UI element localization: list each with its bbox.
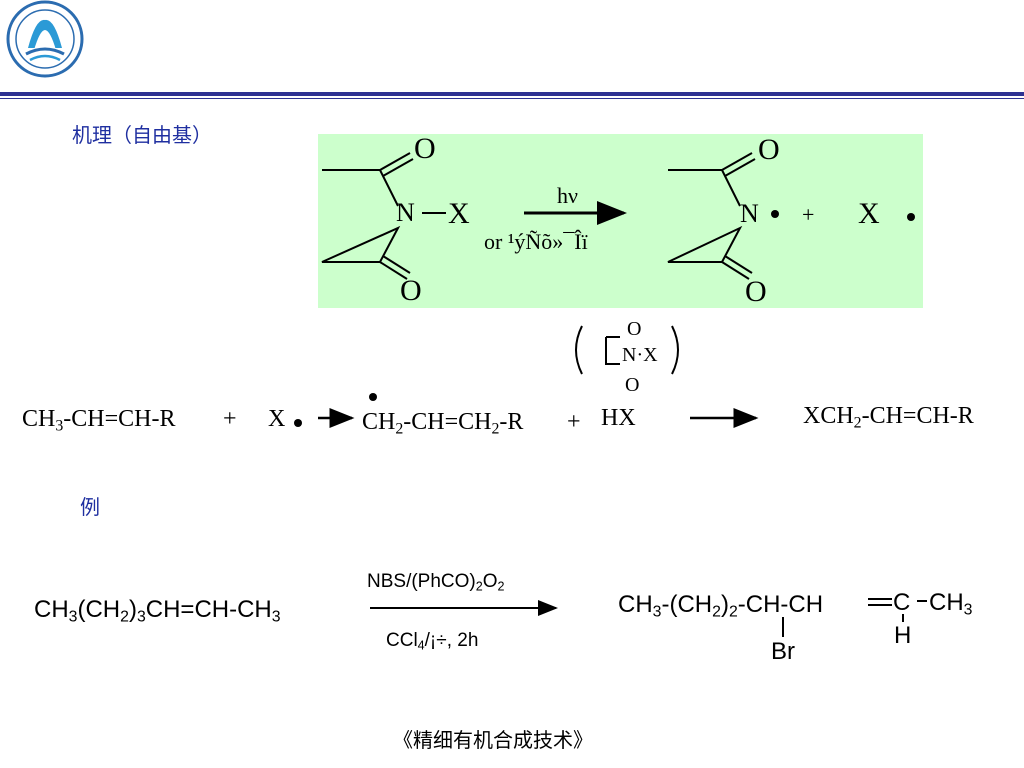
small-ring-o-bottom: O [625, 374, 640, 396]
left-o-bottom: O [400, 274, 422, 307]
university-logo [6, 0, 84, 78]
reaction1-intermediate: CH2-CH=CH2-R [362, 409, 524, 438]
reaction1-plus: + [223, 406, 237, 432]
header-rule [0, 92, 1024, 96]
section-label-mechanism: 机理（自由基） [72, 123, 212, 147]
small-ring-nx: N·X [622, 344, 658, 366]
left-x: X [448, 197, 470, 230]
example-label: 例 [80, 495, 100, 519]
small-ring-o-top: O [627, 318, 642, 340]
header-rule-thin [0, 98, 1024, 99]
arrow-label-bottom: or ¹ýÑõ»¯Îï [484, 229, 588, 254]
small-ring [605, 336, 620, 365]
example-reagent-bottom: CCl4/¡÷, 2h [386, 630, 479, 653]
right-o-bottom: O [745, 275, 767, 308]
example-product-ch3: CH3 [929, 589, 973, 619]
example-reactant: CH3(CH2)3CH=CH-CH3 [34, 596, 281, 626]
left-n: N [396, 198, 415, 227]
left-ring [321, 169, 401, 263]
example-product-c: C [893, 589, 911, 616]
reaction1-product: XCH2-CH=CH-R [803, 403, 974, 432]
reaction1-plus-2: + [567, 409, 581, 435]
left-o-top: O [414, 132, 436, 165]
reaction1-hx: HX [601, 405, 636, 431]
right-x: X [858, 197, 880, 230]
right-n: N [740, 199, 759, 228]
right-o-top: O [758, 133, 780, 166]
example-reagent-top: NBS/(PhCO)2O2 [367, 571, 505, 594]
reaction1-radical-x: X [268, 406, 286, 432]
arrow-label-top: hν [557, 183, 578, 208]
example-product: CH3-(CH2)2-CH-CH [618, 591, 824, 621]
right-ring [667, 169, 743, 263]
example-product-br: Br [771, 638, 795, 665]
example-product-h: H [894, 622, 912, 649]
reaction1-reactant: CH3-CH=CH-R [22, 406, 176, 435]
footer-title: 《精细有机合成技术》 [393, 728, 593, 752]
right-plus: + [802, 202, 815, 227]
